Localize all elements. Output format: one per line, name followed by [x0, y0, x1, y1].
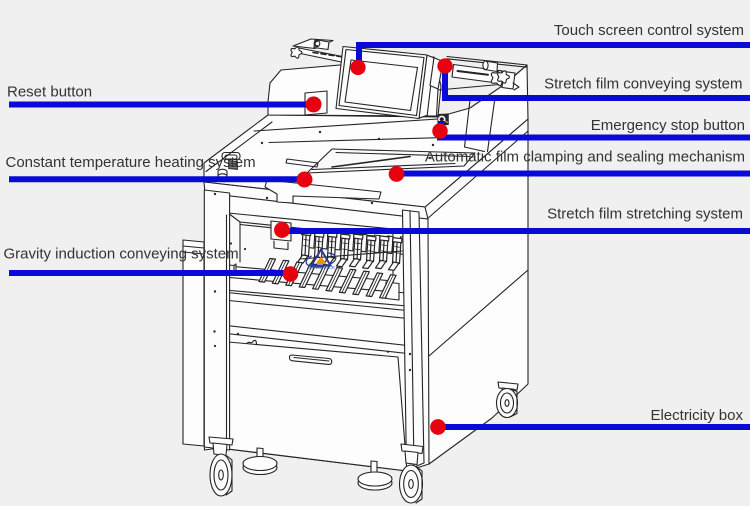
svg-text:Constant temperature heating s: Constant temperature heating system	[6, 154, 256, 171]
svg-text:Stretch film stretching system: Stretch film stretching system	[547, 206, 743, 223]
svg-text:Stretch film conveying system: Stretch film conveying system	[544, 76, 742, 93]
svg-text:Automatic film clamping and se: Automatic film clamping and sealing mech…	[425, 149, 745, 166]
svg-text:Electricity box: Electricity box	[650, 407, 743, 424]
svg-text:Touch screen control system: Touch screen control system	[554, 22, 744, 39]
svg-text:Reset button: Reset button	[7, 84, 92, 101]
svg-text:Emergency stop button: Emergency stop button	[591, 117, 745, 134]
svg-text:Gravity induction conveying sy: Gravity induction conveying system	[4, 246, 239, 263]
svg-text:AUTOM PACK: AUTOM PACK	[307, 265, 335, 270]
